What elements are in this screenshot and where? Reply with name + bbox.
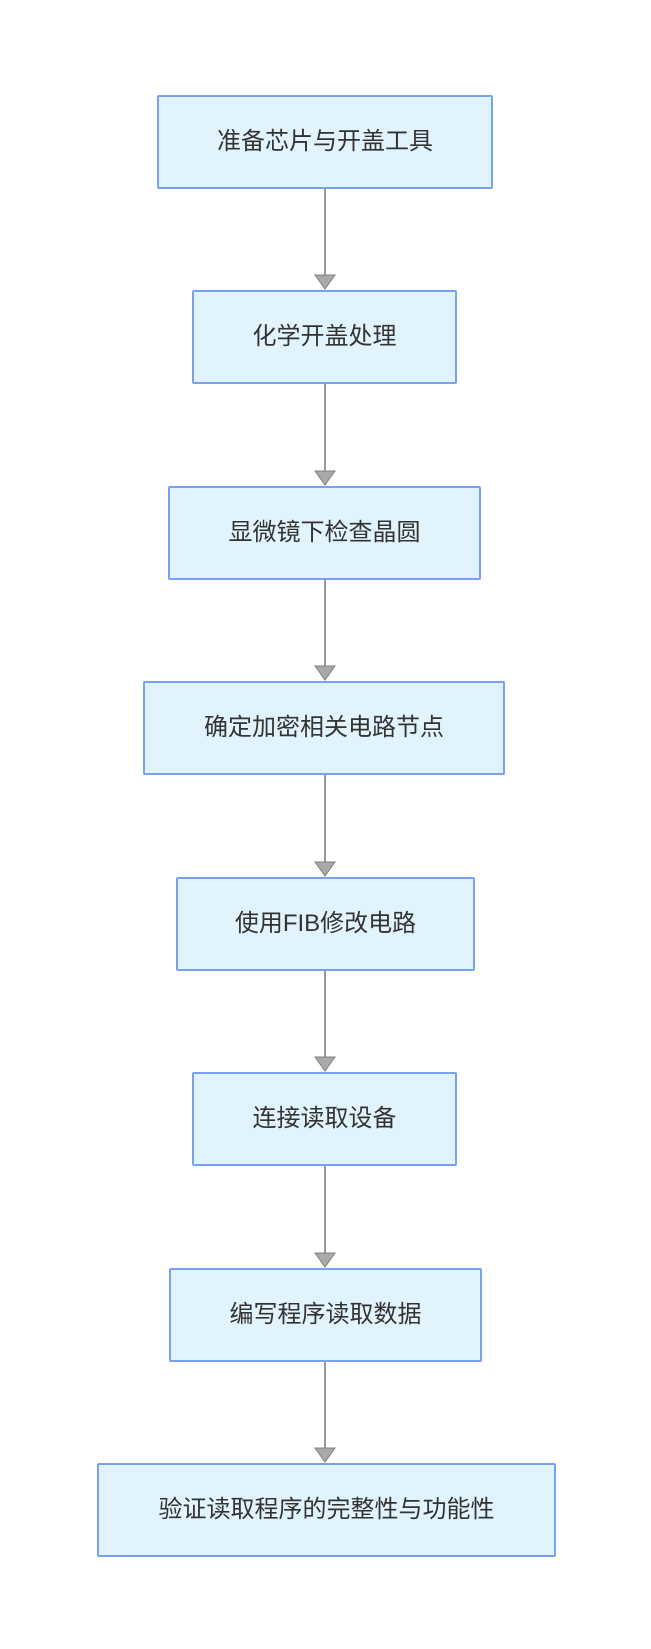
flow-node-label: 编写程序读取数据 [229,1300,422,1328]
flow-node-label: 连接读取设备 [252,1104,397,1132]
flow-node-label: 化学开盖处理 [252,322,397,350]
down-arrow-icon [314,775,336,877]
flow-node-label: 验证读取程序的完整性与功能性 [158,1495,495,1523]
down-arrow-icon [314,384,336,486]
down-arrow-icon [314,1361,336,1463]
down-arrow-icon [314,970,336,1072]
flow-node-step-8: 验证读取程序的完整性与功能性 [97,1463,556,1557]
flow-node-step-2: 化学开盖处理 [192,290,457,384]
flow-node-step-5: 使用FIB修改电路 [176,877,475,971]
down-arrow-icon [314,579,336,681]
flow-node-step-6: 连接读取设备 [192,1072,457,1166]
down-arrow-icon [314,188,336,290]
flow-node-step-1: 准备芯片与开盖工具 [157,95,493,189]
down-arrow-icon [314,1166,336,1268]
flow-node-label: 使用FIB修改电路 [234,909,417,937]
flow-node-label: 准备芯片与开盖工具 [217,127,433,155]
flow-node-step-4: 确定加密相关电路节点 [143,681,505,775]
flow-node-step-3: 显微镜下检查晶圆 [168,486,481,580]
flow-node-label: 确定加密相关电路节点 [204,713,444,741]
flow-node-step-7: 编写程序读取数据 [169,1268,482,1362]
flow-node-label: 显微镜下检查晶圆 [228,518,421,546]
